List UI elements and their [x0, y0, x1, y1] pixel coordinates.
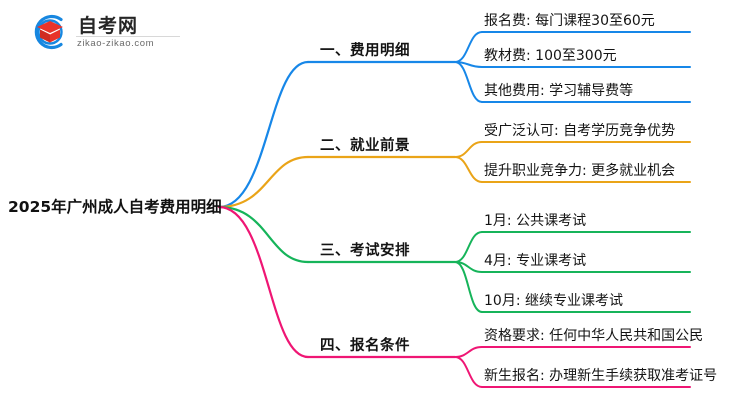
mindmap-leaf-new-student-registration[interactable]: 新生报名: 办理新生手续获取准考证号 [484, 363, 717, 387]
mindmap-leaf-label: 1月: 公共课考试 [484, 213, 587, 229]
mindmap-branch-application-requirements[interactable]: 四、报名条件 [320, 331, 410, 357]
mindmap-leaf-label: 新生报名: 办理新生手续获取准考证号 [484, 368, 718, 384]
mindmap-branch-employment-prospects[interactable]: 二、就业前景 [320, 131, 410, 157]
mindmap-leaf-other-fee[interactable]: 其他费用: 学习辅导费等 [484, 78, 633, 102]
mindmap-branch-label: 一、费用明细 [320, 42, 410, 59]
mindmap-edges [217, 31, 691, 388]
mindmap-branch-label: 四、报名条件 [320, 337, 410, 354]
logo-url: zikao-zikao.com [77, 38, 155, 49]
mindmap-leaf-label: 受广泛认可: 自考学历竞争优势 [484, 123, 676, 139]
mindmap-leaf-career-competitiveness[interactable]: 提升职业竞争力: 更多就业机会 [484, 158, 675, 182]
mindmap-leaf-label: 教材费: 100至300元 [484, 48, 617, 64]
zikao-logo-mark-icon [34, 14, 63, 50]
site-logo: 自考网 zikao-zikao.com [28, 10, 180, 56]
mindmap-leaf-label: 报名费: 每门课程30至60元 [484, 13, 655, 29]
mindmap-leaf-april-exam[interactable]: 4月: 专业课考试 [484, 248, 586, 272]
mindmap-leaf-eligibility[interactable]: 资格要求: 任何中华人民共和国公民 [484, 323, 703, 347]
mindmap-branch-exam-schedule[interactable]: 三、考试安排 [320, 236, 410, 262]
mindmap-root-label: 2025年广州成人自考费用明细 [8, 198, 222, 216]
mindmap-leaf-registration-fee[interactable]: 报名费: 每门课程30至60元 [484, 8, 655, 32]
logo-wordmark: 自考网 zikao-zikao.com [76, 10, 180, 54]
mindmap-leaf-label: 资格要求: 任何中华人民共和国公民 [484, 328, 704, 344]
logo-title: 自考网 [78, 15, 139, 37]
mindmap-leaf-label: 提升职业竞争力: 更多就业机会 [484, 163, 676, 179]
mindmap-leaf-textbook-fee[interactable]: 教材费: 100至300元 [484, 43, 617, 67]
mindmap-branch-label: 二、就业前景 [320, 137, 410, 154]
mindmap-leaf-label: 10月: 继续专业课考试 [484, 293, 623, 309]
logo-divider [76, 36, 180, 37]
mindmap-leaf-label: 4月: 专业课考试 [484, 253, 587, 269]
mindmap-leaf-october-exam[interactable]: 10月: 继续专业课考试 [484, 288, 623, 312]
mindmap-leaf-january-exam[interactable]: 1月: 公共课考试 [484, 208, 586, 232]
mindmap-branch-fee-details[interactable]: 一、费用明细 [320, 36, 410, 62]
mindmap-root-node[interactable]: 2025年广州成人自考费用明细 [8, 193, 222, 219]
mindmap-leaf-label: 其他费用: 学习辅导费等 [484, 83, 634, 99]
mindmap-branch-label: 三、考试安排 [320, 242, 410, 259]
mindmap-leaf-widely-recognized[interactable]: 受广泛认可: 自考学历竞争优势 [484, 118, 675, 142]
